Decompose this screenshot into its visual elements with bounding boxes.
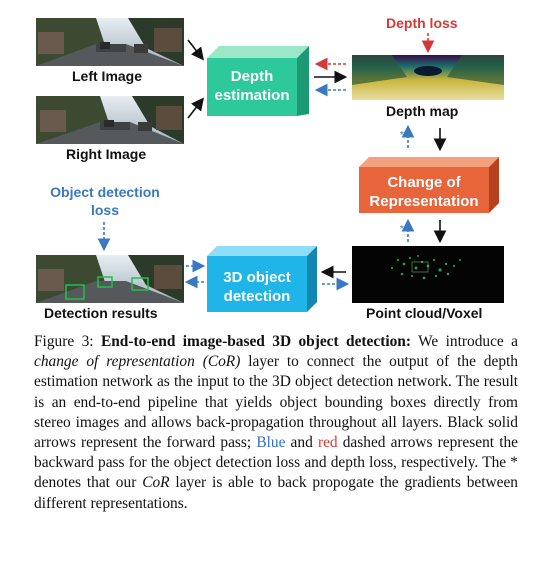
arrow-right-to-depth (187, 97, 204, 119)
cor-label: Change of Representation (369, 174, 479, 210)
left-image-label: Left Image (72, 68, 143, 84)
caption-cor-abbr: CoR (142, 474, 170, 492)
asterisk-cor-bottom: * (400, 224, 404, 235)
object-detection-label: 3D object detection (223, 269, 291, 305)
caption-text-5: layer is able to back propogate the grad… (34, 474, 518, 512)
caption-text-1: We introduce a (411, 333, 518, 350)
arrow-left-to-depth (187, 39, 204, 61)
cor-box (359, 157, 499, 213)
caption-title: End-to-end image-based 3D object detecti… (100, 333, 411, 350)
figure-caption: Figure 3: End-to-end image-based 3D obje… (34, 332, 518, 514)
point-cloud-photo (352, 246, 504, 303)
caption-text-3: and (285, 434, 318, 452)
caption-text-2: layer to connect the output of the depth… (34, 353, 518, 452)
point-cloud-label: Point cloud/Voxel (366, 305, 483, 321)
left-image-photo (36, 18, 184, 66)
depth-estimation-box (207, 46, 309, 116)
depth-map-label: Depth map (386, 103, 459, 119)
caption-text-4: dashed arrows represent the backward pas… (34, 434, 519, 492)
depth-estimation-label: Depth estimation (214, 68, 290, 104)
figure-number: Figure 3: (34, 333, 94, 350)
asterisk-cor-top: * (400, 130, 404, 141)
arrows: * * (97, 33, 447, 291)
detection-results-photo (36, 255, 184, 303)
object-detection-box (207, 246, 317, 312)
caption-red-word: red (317, 434, 338, 452)
depth-loss-label: Depth loss (386, 15, 458, 31)
object-detection-loss-label: Object detection loss (50, 184, 160, 218)
right-image-photo (36, 96, 184, 144)
figure: Depth estimation Change of Representatio… (36, 15, 504, 321)
depth-map-photo (352, 55, 504, 100)
detection-results-label: Detection results (44, 305, 158, 321)
caption-blue-word: Blue (256, 434, 286, 452)
right-image-label: Right Image (66, 146, 147, 162)
caption-cor-term: change of representation (CoR) (34, 353, 241, 371)
